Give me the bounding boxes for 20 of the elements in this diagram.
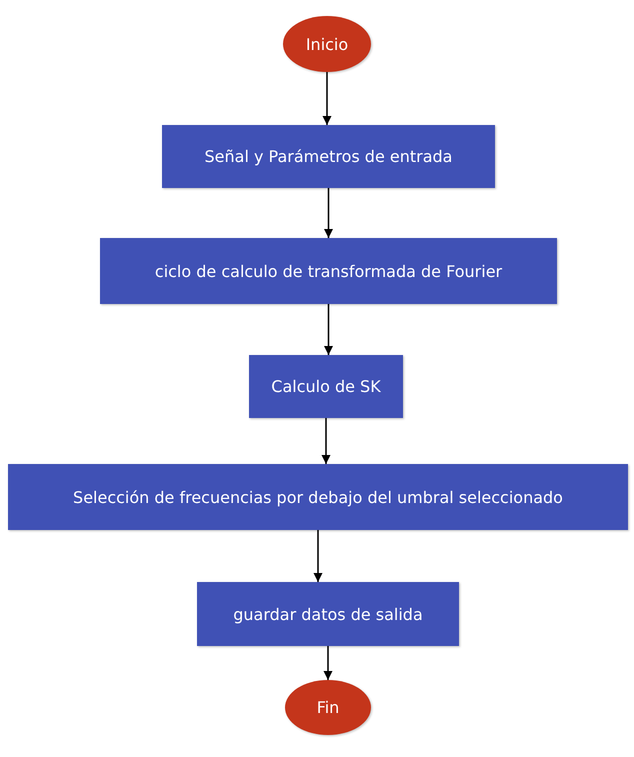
- process-box: [249, 355, 403, 418]
- node-label: Señal y Parámetros de entrada: [204, 147, 452, 166]
- node-label: guardar datos de salida: [233, 604, 423, 624]
- arrow: [324, 304, 333, 355]
- process-box: [197, 582, 459, 646]
- node-label: Inicio: [306, 34, 348, 54]
- arrow: [322, 418, 330, 464]
- arrow: [324, 188, 333, 238]
- node-label: Selección de frecuencias por debajo del umbral seleccionado: [73, 488, 563, 506]
- arrow: [324, 646, 332, 680]
- arrow: [322, 72, 332, 125]
- process-box: [8, 464, 628, 530]
- terminal-ellipse: [283, 16, 371, 72]
- terminal-ellipse: [285, 680, 371, 735]
- process-box: [162, 125, 495, 188]
- node-label: Calculo de SK: [271, 377, 381, 396]
- process-box: [100, 238, 557, 304]
- node-label: ciclo de calculo de transformada de Fourier: [154, 262, 502, 280]
- node-label: Fin: [316, 698, 340, 717]
- arrow: [314, 530, 322, 582]
